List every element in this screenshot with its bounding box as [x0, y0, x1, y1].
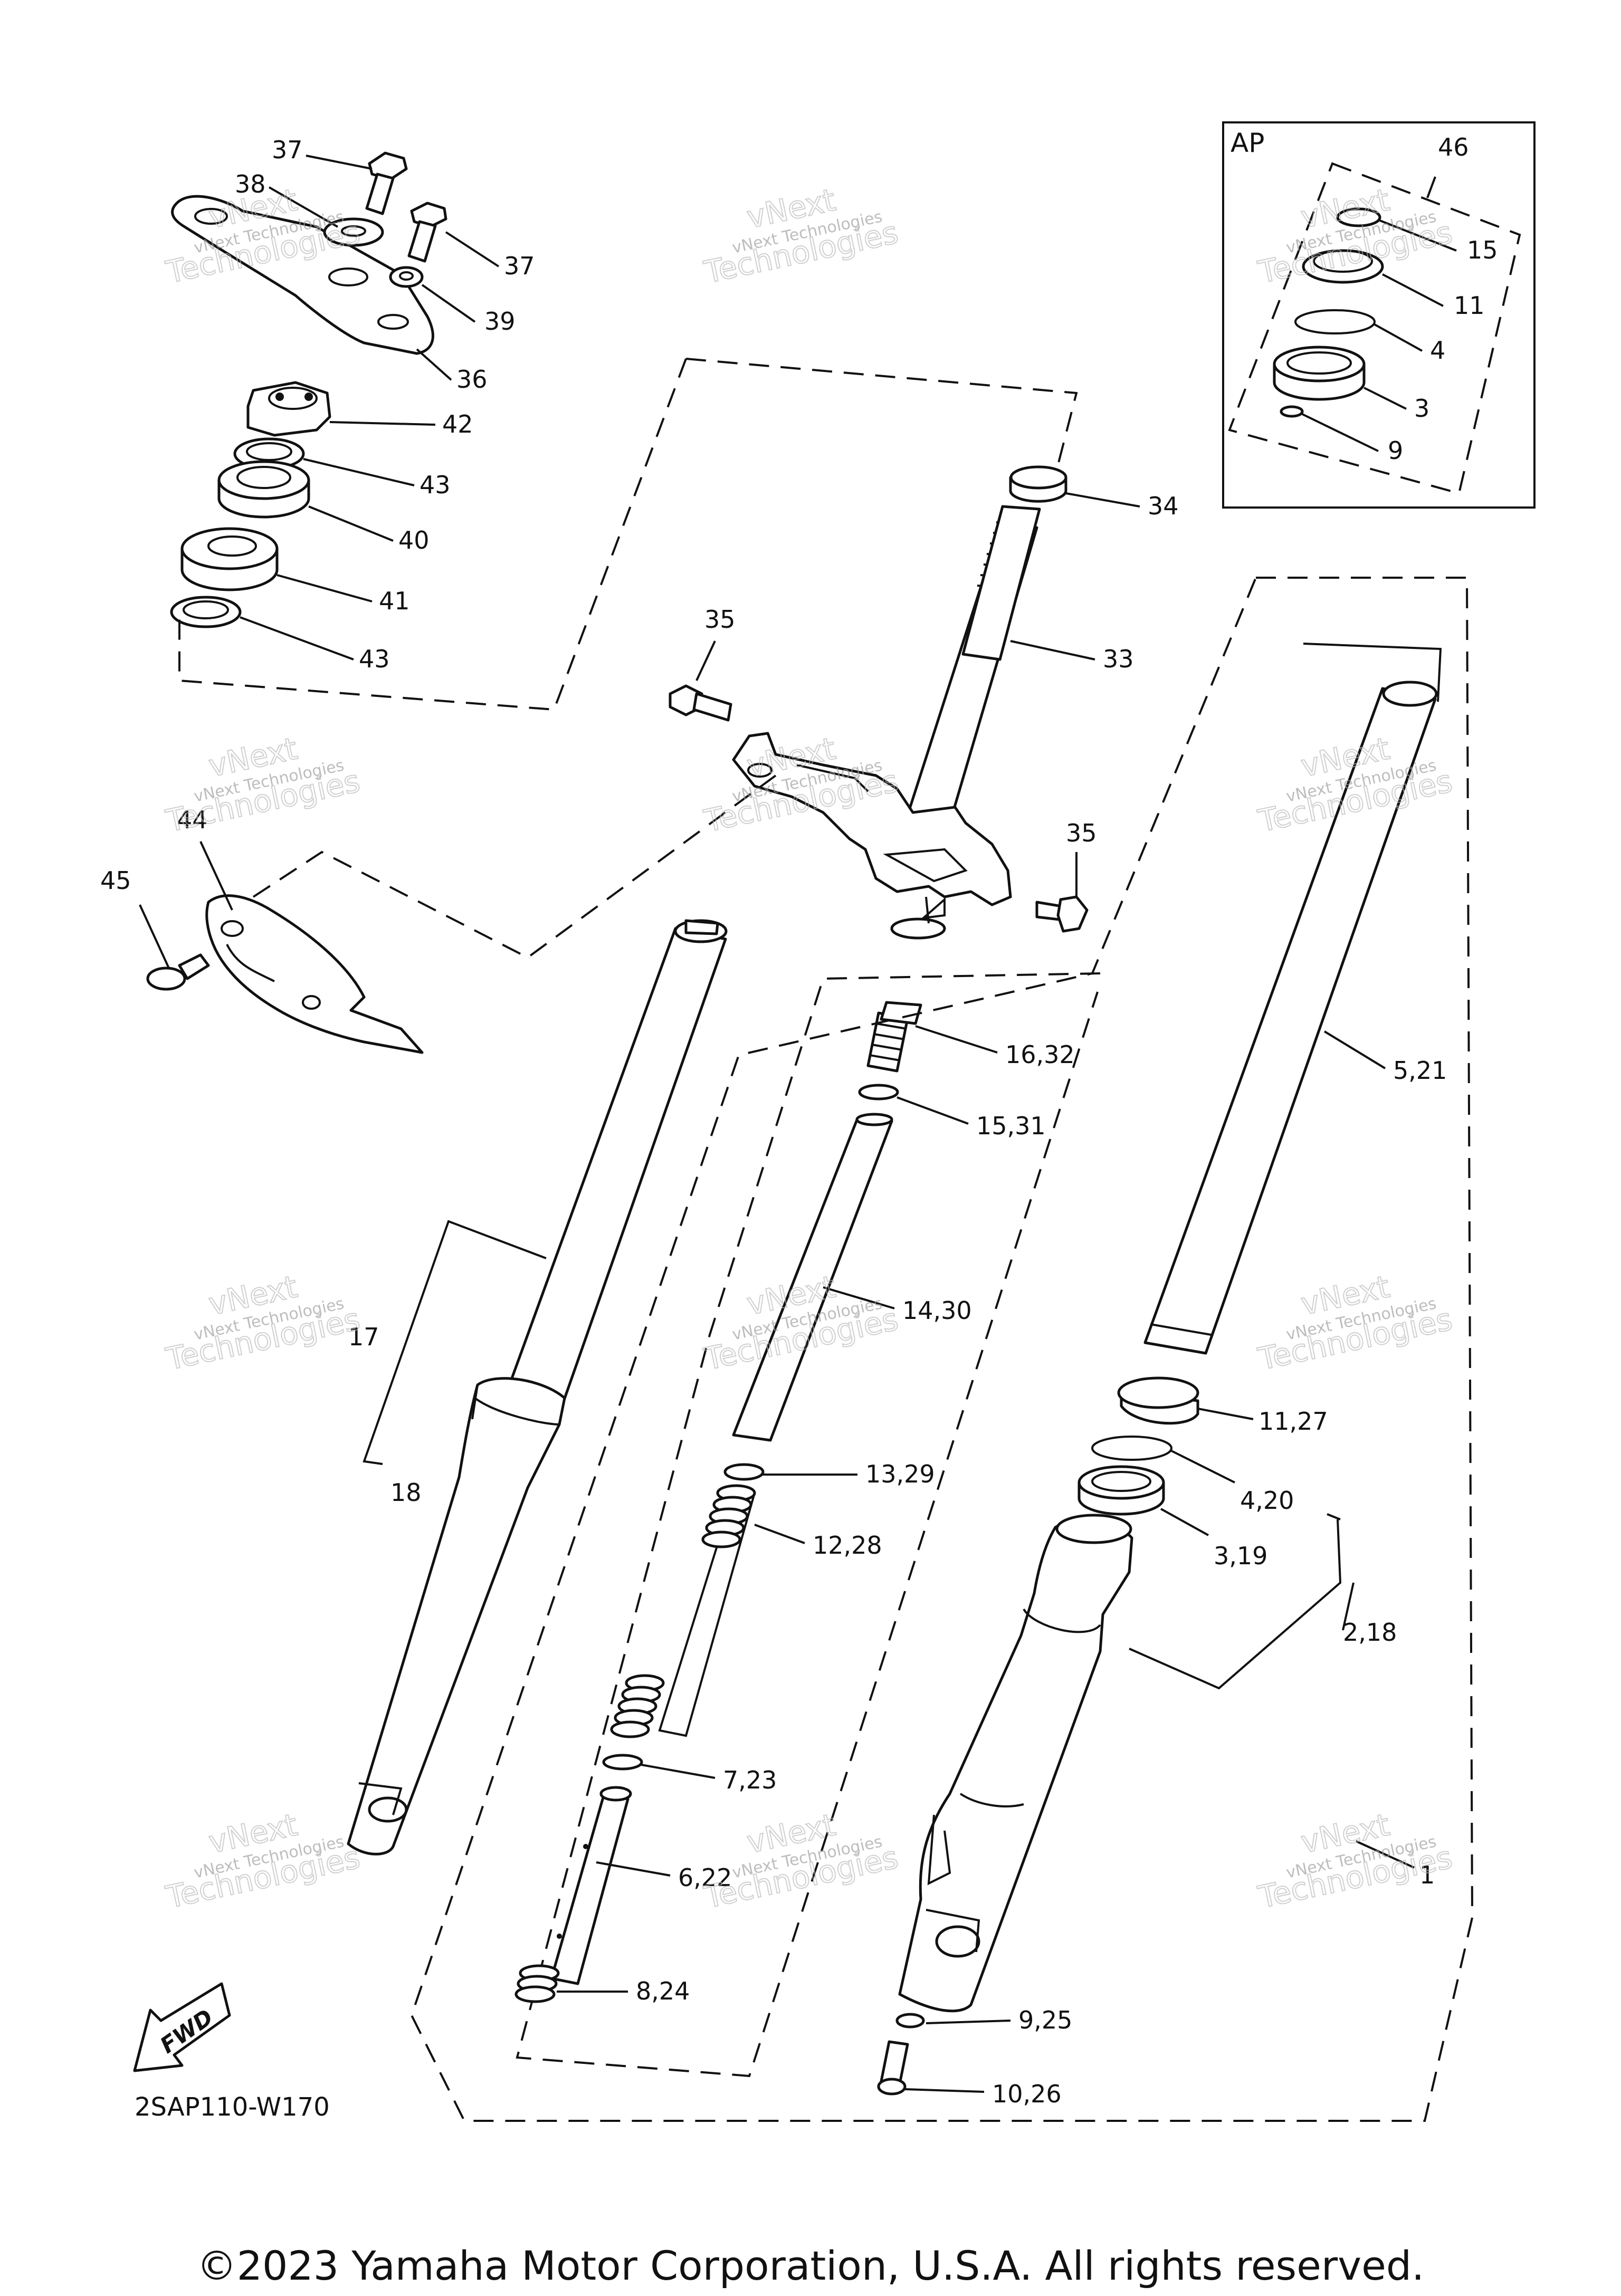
callout-label: 2,18: [1343, 1618, 1397, 1647]
fwd-arrow-icon: FWD: [133, 1982, 231, 2072]
copyright-notice: ©2023 Yamaha Motor Corporation, U.S.A. A…: [196, 2242, 1425, 2289]
ap-inset: AP: [1222, 121, 1536, 509]
bolt-37-b: [407, 202, 447, 263]
rebound-spring-8: [514, 1964, 560, 2003]
ap-box-label: AP: [1231, 128, 1264, 158]
copper-washer-inset: [1280, 405, 1304, 418]
washer-9: [895, 2013, 925, 2029]
callout-label: 40: [398, 526, 430, 554]
callout-label: 44: [177, 806, 208, 834]
callout-label: 37: [504, 252, 535, 280]
callout-label: 18: [390, 1478, 422, 1507]
bolt-10: [877, 2040, 909, 2096]
dust-seal-11: [1117, 1376, 1199, 1425]
callout-label: 14,30: [902, 1296, 972, 1325]
bearing-cover-40: [217, 460, 310, 519]
callout-label: 5,21: [1393, 1056, 1447, 1085]
handlebar-holder: [171, 195, 434, 355]
callout-label: 9,25: [1018, 2006, 1072, 2034]
oil-seal-ring: [1336, 207, 1381, 227]
callout-label: 8,24: [636, 1977, 690, 2005]
cover-44: [205, 894, 424, 1054]
inner-tube-17: [505, 919, 728, 1408]
callout-label: 4,20: [1240, 1486, 1294, 1515]
oil-seal-3: [1078, 1465, 1165, 1516]
callout-label: 46: [1438, 133, 1469, 161]
screw-45: [139, 904, 210, 991]
washer-39: [389, 266, 424, 288]
retaining-clip-inset: [1294, 309, 1376, 334]
cap-bolt-16: [866, 1001, 922, 1073]
callout-label: 3,19: [1214, 1542, 1267, 1570]
callout-label: 41: [379, 587, 410, 615]
spacer-14: [732, 1113, 893, 1442]
ball-race-41: [180, 527, 279, 591]
callout-label: 38: [235, 170, 266, 198]
piston-ring-7: [602, 1754, 643, 1771]
bolt-37-a: [365, 151, 408, 215]
callout-label: 45: [100, 866, 131, 895]
bolt-35-a: [669, 684, 732, 722]
callout-label: 33: [1103, 645, 1134, 673]
inner-tube-5: [1143, 681, 1438, 1355]
bearing-cap-34: [1009, 465, 1067, 503]
callout-label: 39: [484, 307, 516, 336]
callout-label: 43: [359, 645, 390, 673]
steering-stem-33: [906, 505, 1041, 825]
callout-label: 6,22: [678, 1863, 732, 1892]
callout-label: 15,31: [976, 1112, 1046, 1140]
ball-race-43-b: [170, 596, 242, 628]
callout-labels: 3738373936424340414334333535444516,3215,…: [100, 133, 1498, 2108]
callout-label: 36: [456, 365, 488, 394]
callout-label: 10,26: [992, 2080, 1062, 2108]
callout-label: 17: [348, 1323, 379, 1351]
dust-seal-inset: [1302, 249, 1384, 284]
ring-nut-42: [246, 381, 331, 437]
washer-13: [723, 1463, 765, 1481]
callout-label: 16,32: [1005, 1040, 1075, 1069]
callout-label: 34: [1148, 492, 1179, 520]
callout-label: 43: [419, 471, 451, 499]
under-bracket: [732, 732, 1012, 940]
callout-label: 3: [1414, 394, 1429, 423]
outer-tube-18: [347, 1377, 566, 1855]
callout-label: 11,27: [1258, 1407, 1328, 1436]
damper-rod-6: [550, 1786, 632, 1985]
callout-label: 1: [1419, 1861, 1435, 1889]
callout-label: 12,28: [813, 1531, 882, 1560]
callout-label: 7,23: [723, 1766, 777, 1794]
bolt-35-b: [1035, 895, 1089, 933]
o-ring-15: [858, 1084, 899, 1101]
callout-label: 37: [272, 136, 303, 164]
callout-label: 35: [704, 605, 736, 634]
callout-label: 13,29: [865, 1460, 935, 1488]
callout-label: 11: [1454, 291, 1485, 320]
callout-label: 9: [1388, 436, 1403, 465]
callout-label: 15: [1467, 236, 1498, 264]
callout-label: 35: [1066, 819, 1097, 847]
callout-label: 42: [442, 410, 473, 438]
outer-tube-2: [898, 1514, 1133, 2013]
diagram-code: 2SAP110-W170: [135, 2092, 330, 2122]
callout-label: 4: [1430, 336, 1445, 365]
fork-spring-12: [610, 1484, 756, 1738]
oil-seal-inset: [1273, 346, 1366, 401]
washer-38: [323, 217, 384, 247]
clip-4: [1091, 1436, 1172, 1461]
